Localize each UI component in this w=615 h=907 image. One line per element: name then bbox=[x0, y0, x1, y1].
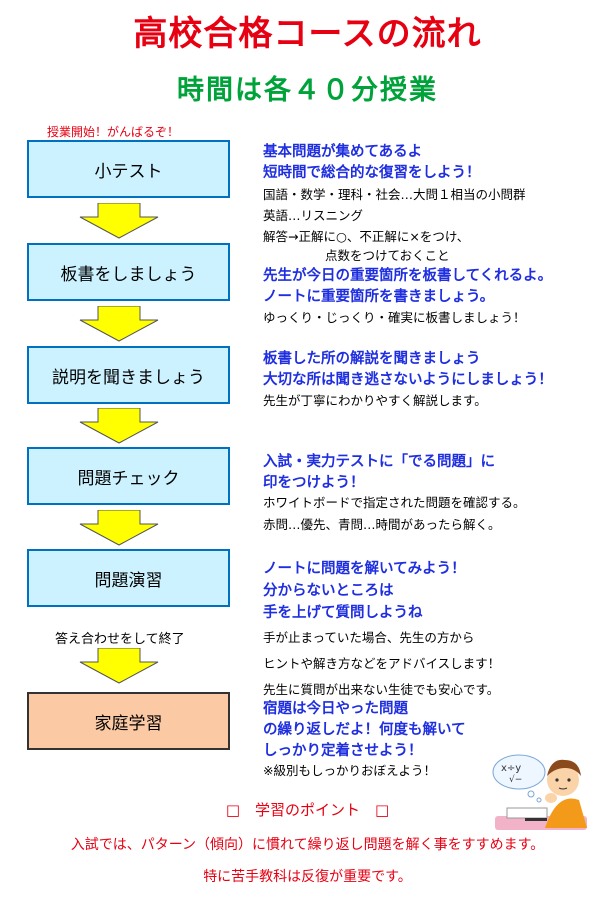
desc-line: ヒントや解き方などをアドバイスします！ bbox=[263, 656, 501, 671]
points-line-1: 入試では、パターン（傾向）に慣れて繰り返し問題を解く事をすすめます。 bbox=[70, 837, 545, 853]
desc-line: 板書した所の解説を聞きましょう bbox=[263, 351, 481, 367]
desc-line: 宿題は今日やった問題 bbox=[263, 701, 408, 717]
page-subtitle: 時間は各４０分授業 bbox=[177, 75, 438, 106]
desc-line: ※級別もしっかりおぼえよう！ bbox=[263, 763, 436, 778]
desc-line: 大切な所は聞き逃さないようにしましょう！ bbox=[263, 372, 553, 388]
desc-line: ゆっくり・じっくり・確実に板書しましょう！ bbox=[263, 310, 526, 325]
desc-line: 手が止まっていた場合、先生の方から bbox=[263, 630, 475, 645]
desc-line: 国語・数学・理科・社会…大問１相当の小問群 bbox=[263, 187, 526, 202]
down-arrow-icon bbox=[79, 510, 159, 546]
desc-line: 解答→正解に○、不正解に×をつけ、 bbox=[263, 229, 470, 244]
desc-line: ノートに重要箇所を書きましょう。 bbox=[263, 289, 495, 305]
start-label: 授業開始！がんばるぞ！ bbox=[47, 125, 180, 139]
page-title: 高校合格コースの流れ bbox=[133, 14, 482, 54]
desc-line: 点数をつけておくこと bbox=[325, 248, 450, 263]
desc-line: 入試・実力テストに「でる問題」に bbox=[263, 454, 495, 470]
desc-line: 赤問…優先、青問…時間があったら解く。 bbox=[263, 517, 501, 532]
step-problem-check: 問題チェック bbox=[27, 447, 230, 505]
desc-line: 英語…リスニング bbox=[263, 208, 364, 223]
step-explanation: 説明を聞きましょう bbox=[27, 346, 230, 404]
step-board-writing: 板書をしましょう bbox=[27, 243, 230, 301]
desc-line: 印をつけよう！ bbox=[263, 475, 365, 491]
desc-line: ホワイトボードで指定された問題を確認する。 bbox=[263, 495, 526, 510]
desc-line: 短時間で総合的な復習をしよう！ bbox=[263, 165, 481, 181]
down-arrow-icon bbox=[79, 648, 159, 684]
svg-text:√−: √− bbox=[509, 774, 522, 785]
points-line-2: 特に苦手教科は反復が重要です。 bbox=[203, 869, 412, 885]
desc-line: 先生が丁寧にわかりやすく解説します。 bbox=[263, 393, 487, 408]
desc-line: 先生に質問が出来ない生徒でも安心です。 bbox=[263, 682, 500, 697]
down-arrow-icon bbox=[79, 408, 159, 444]
down-arrow-icon bbox=[79, 203, 159, 239]
step-small-test: 小テスト bbox=[27, 140, 230, 198]
desc-line: ノートに問題を解いてみよう！ bbox=[263, 561, 466, 577]
desc-line: 分からないところは bbox=[263, 583, 394, 599]
points-heading: □ 学習のポイント □ bbox=[225, 801, 390, 819]
svg-text:x÷y: x÷y bbox=[501, 763, 521, 774]
step-problem-practice: 問題演習 bbox=[27, 549, 230, 607]
thinking-student-illustration: x÷y √− bbox=[492, 754, 587, 830]
desc-line: 先生が今日の重要箇所を板書してくれるよ。 bbox=[263, 268, 553, 284]
end-label: 答え合わせをして終了 bbox=[55, 632, 185, 647]
desc-line: 手を上げて質問しようね bbox=[263, 605, 423, 621]
step-home-study: 家庭学習 bbox=[27, 692, 230, 750]
down-arrow-icon bbox=[79, 306, 159, 342]
desc-line: しっかり定着させよう！ bbox=[263, 743, 423, 759]
desc-line: の繰り返しだよ！何度も解いて bbox=[263, 722, 466, 738]
desc-line: 基本問題が集めてあるよ bbox=[263, 144, 423, 160]
